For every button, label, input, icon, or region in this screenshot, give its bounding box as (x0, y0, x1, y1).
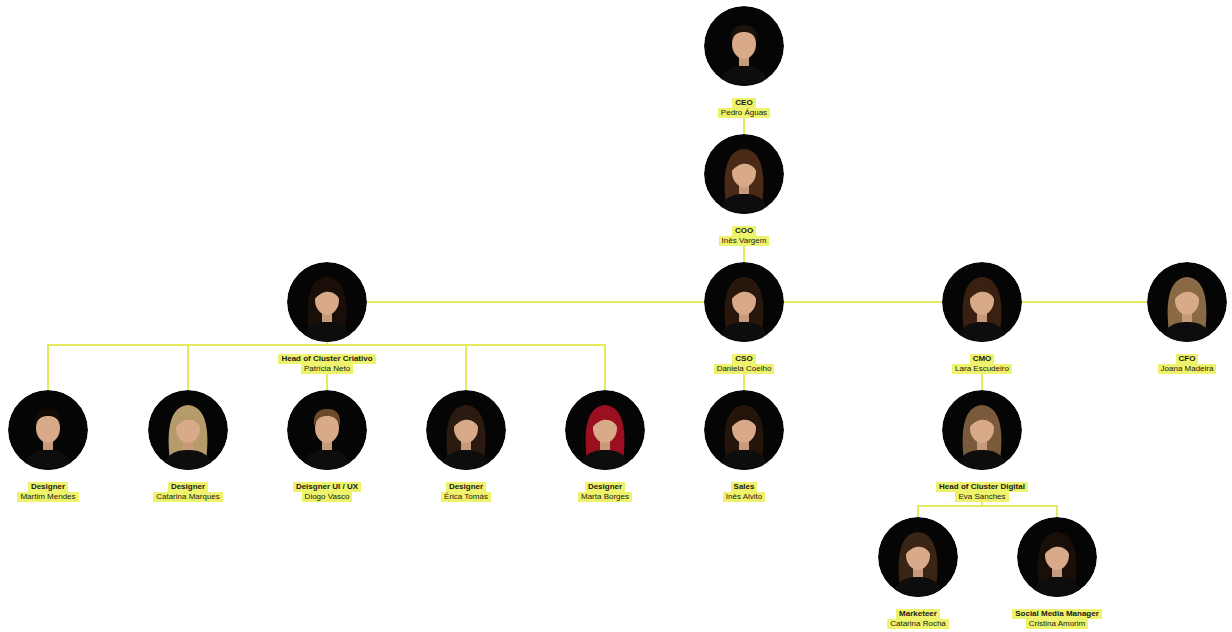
name-row: Daniela Coelho (702, 357, 786, 367)
name-row: Diogo Vasco (285, 485, 369, 495)
role-row: Head of Cluster Digital (934, 475, 1030, 485)
role-label: Head of Cluster Criativo (278, 354, 375, 364)
name-row: Cristina Amorim (1010, 612, 1104, 622)
role-label: Marketeer (896, 609, 940, 619)
name-row: Joana Madeira (1145, 357, 1229, 367)
person-name: Pedro Águas (718, 108, 770, 118)
portrait-circle (942, 262, 1022, 342)
name-row: Lara Escudeiro (940, 357, 1024, 367)
role-label: Designer (446, 482, 486, 492)
person-name: Érica Tomás (441, 492, 491, 502)
person-node: Deisgner UI / UXDiogo Vasco (285, 390, 369, 495)
role-label: Deisgner UI / UX (293, 482, 361, 492)
role-label: Designer (168, 482, 208, 492)
person-node: DesignerMarta Borges (563, 390, 647, 495)
role-row: Designer (6, 475, 90, 485)
role-label: CEO (732, 98, 755, 108)
person-node: DesignerCatarina Marques (146, 390, 230, 495)
person-name: Catarina Marques (153, 492, 223, 502)
person-name: Joana Madeira (1158, 364, 1217, 374)
person-node: DesignerMartim Mendes (6, 390, 90, 495)
person-node: DesignerÉrica Tomás (424, 390, 508, 495)
person-name: Inês Alvito (723, 492, 765, 502)
person-node: SalesInês Alvito (702, 390, 786, 495)
person-name: Catarina Rocha (887, 619, 949, 629)
name-row: Martim Mendes (6, 485, 90, 495)
role-label: Social Media Manager (1012, 609, 1102, 619)
person-name: Martim Mendes (17, 492, 78, 502)
portrait-circle (565, 390, 645, 470)
name-row: Inês Alvito (702, 485, 786, 495)
person-name: Patrícia Neto (301, 364, 353, 374)
role-row: Social Media Manager (1010, 602, 1104, 612)
org-connector (367, 239, 744, 302)
portrait-circle (287, 262, 367, 342)
name-row: Catarina Marques (146, 485, 230, 495)
name-row: Pedro Águas (702, 101, 786, 111)
role-row: CEO (702, 91, 786, 101)
person-node: CMOLara Escudeiro (940, 262, 1024, 367)
role-row: Head of Cluster Criativo (276, 347, 378, 357)
role-label: Designer (28, 482, 68, 492)
person-node: CFOJoana Madeira (1145, 262, 1229, 367)
person-node: Head of Cluster DigitalEva Sanches (934, 390, 1030, 495)
person-name: Inês Vargem (719, 236, 770, 246)
role-row: Marketeer (876, 602, 960, 612)
role-label: Sales (731, 482, 758, 492)
role-row: Designer (146, 475, 230, 485)
role-label: Head of Cluster Digital (936, 482, 1028, 492)
person-name: Daniela Coelho (714, 364, 775, 374)
portrait-circle (1017, 517, 1097, 597)
name-row: Inês Vargem (702, 229, 786, 239)
role-row: Sales (702, 475, 786, 485)
portrait-circle (1147, 262, 1227, 342)
portrait-circle (704, 134, 784, 214)
person-node: CSODaniela Coelho (702, 262, 786, 367)
name-row: Eva Sanches (934, 485, 1030, 495)
role-label: Designer (585, 482, 625, 492)
role-row: COO (702, 219, 786, 229)
portrait-circle (8, 390, 88, 470)
person-name: Lara Escudeiro (952, 364, 1012, 374)
portrait-circle (148, 390, 228, 470)
name-row: Érica Tomás (424, 485, 508, 495)
person-name: Cristina Amorim (1026, 619, 1088, 629)
role-row: Deisgner UI / UX (285, 475, 369, 485)
role-row: CFO (1145, 347, 1229, 357)
portrait-circle (942, 390, 1022, 470)
role-row: Designer (563, 475, 647, 485)
org-connector (327, 342, 605, 390)
person-name: Marta Borges (578, 492, 632, 502)
person-node: CEOPedro Águas (702, 6, 786, 111)
name-row: Catarina Rocha (876, 612, 960, 622)
role-label: COO (732, 226, 756, 236)
person-name: Diogo Vasco (302, 492, 353, 502)
portrait-circle (287, 390, 367, 470)
org-connector (48, 342, 327, 390)
portrait-circle (704, 262, 784, 342)
name-row: Patrícia Neto (276, 357, 378, 367)
role-label: CMO (970, 354, 995, 364)
portrait-circle (704, 390, 784, 470)
portrait-circle (704, 6, 784, 86)
person-node: COOInês Vargem (702, 134, 786, 239)
person-node: Social Media ManagerCristina Amorim (1010, 517, 1104, 622)
name-row: Marta Borges (563, 485, 647, 495)
role-row: Designer (424, 475, 508, 485)
person-node: Head of Cluster CriativoPatrícia Neto (276, 262, 378, 367)
role-label: CFO (1176, 354, 1199, 364)
portrait-circle (426, 390, 506, 470)
person-name: Eva Sanches (955, 492, 1008, 502)
role-label: CSO (732, 354, 755, 364)
role-row: CSO (702, 347, 786, 357)
person-node: MarketeerCatarina Rocha (876, 517, 960, 622)
role-row: CMO (940, 347, 1024, 357)
portrait-circle (878, 517, 958, 597)
